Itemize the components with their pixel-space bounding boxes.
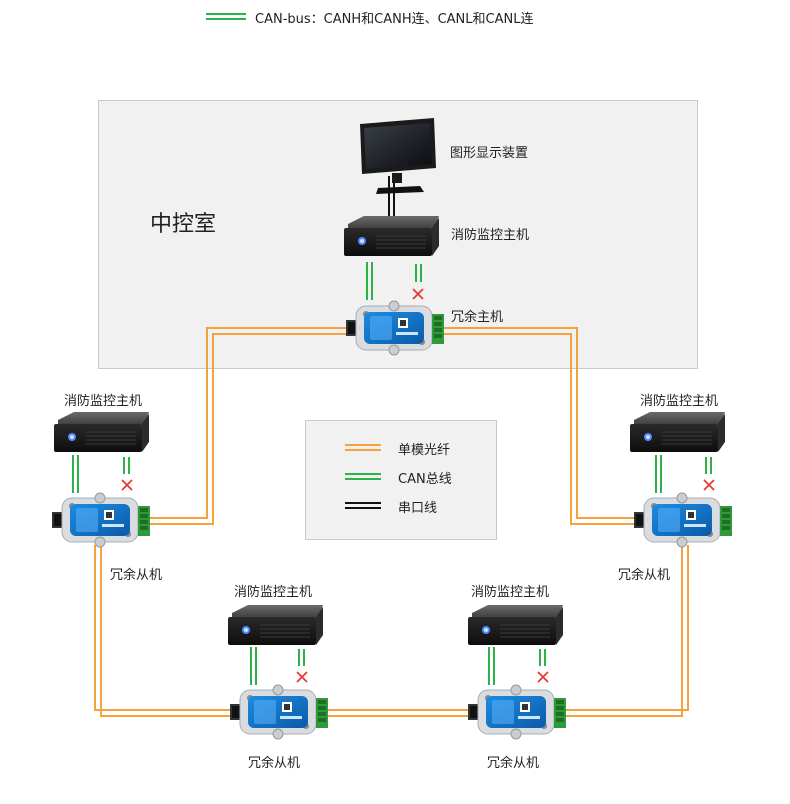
legend-box	[305, 420, 497, 540]
right-slave-label: 冗余从机	[618, 568, 671, 583]
fiber-master-right	[440, 327, 640, 519]
fiber-links	[94, 327, 689, 717]
left-slave-label: 冗余从机	[110, 568, 163, 583]
legend-fiber-label: 单模光纤	[398, 443, 451, 458]
right-host-label: 消防监控主机	[640, 394, 719, 409]
fiber-master-left	[142, 333, 359, 525]
monitor-icon	[360, 118, 436, 194]
redundant-master-icon	[345, 300, 445, 356]
right-host-icon	[629, 411, 726, 453]
fiber-right-bottom	[560, 545, 689, 711]
bottom-right-slave-icon	[467, 684, 567, 740]
control-room-label: 中控室	[150, 212, 217, 237]
right-slave-icon	[633, 492, 733, 548]
can-links	[72, 262, 712, 685]
fiber-master-left	[142, 327, 359, 519]
bottom-left-slave-label: 冗余从机	[248, 756, 301, 771]
redundant-master-label: 冗余主机	[451, 310, 504, 325]
display-device-label: 图形显示装置	[450, 146, 529, 161]
fiber-left-bottom	[94, 545, 243, 711]
cross-mark-icon	[412, 288, 424, 300]
cross-mark-icon	[537, 671, 549, 683]
bottom-left-slave-icon	[229, 684, 329, 740]
fiber-right-bottom	[560, 545, 683, 717]
cross-mark-icon	[296, 671, 308, 683]
fiber-left-bottom	[100, 545, 243, 717]
legend-can-label: CAN总线	[398, 472, 452, 487]
center-host-label: 消防监控主机	[451, 228, 530, 243]
center-host-icon	[343, 215, 440, 257]
left-host-icon	[53, 411, 150, 453]
top-legend-text: CAN-bus：CANH和CANH连、CANL和CANL连	[255, 12, 534, 27]
bottom-left-host-label: 消防监控主机	[234, 585, 313, 600]
left-host-label: 消防监控主机	[64, 394, 143, 409]
bottom-right-host-label: 消防监控主机	[471, 585, 550, 600]
left-slave-icon	[51, 492, 151, 548]
fiber-master-right	[440, 333, 640, 525]
bottom-left-host-icon	[227, 604, 324, 646]
legend-serial-label: 串口线	[398, 501, 438, 516]
cross-mark-icon	[703, 479, 715, 491]
bottom-right-host-icon	[467, 604, 564, 646]
top-legend-line	[206, 13, 246, 20]
legend-swatches	[345, 444, 381, 509]
bottom-right-slave-label: 冗余从机	[487, 756, 540, 771]
cross-mark-icon	[121, 479, 133, 491]
